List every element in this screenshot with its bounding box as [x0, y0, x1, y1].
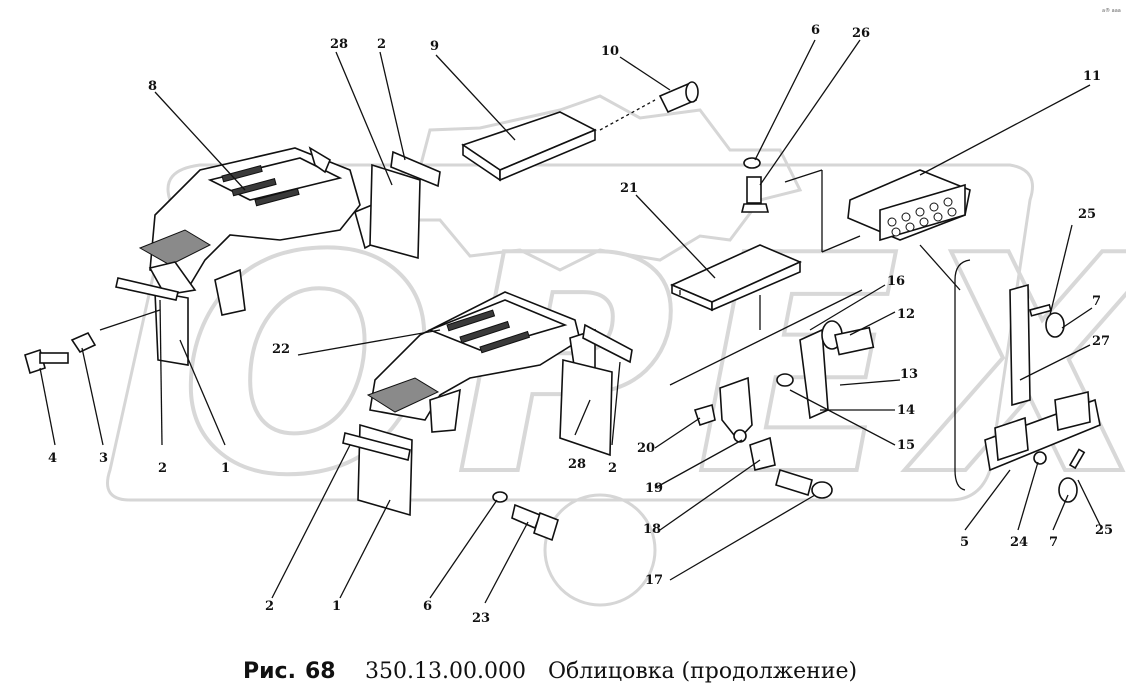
callout-25: 25	[1078, 207, 1096, 222]
step-cover-lower	[366, 291, 596, 433]
callout-7: 7	[1092, 294, 1101, 309]
callout-28-lower: 28	[568, 457, 586, 472]
caption-part-code: 350.13.00.000	[365, 659, 526, 684]
callout-14: 14	[897, 403, 915, 418]
callout-7-lower: 7	[1049, 535, 1058, 550]
callout-22: 22	[272, 342, 290, 357]
mudflap-center	[342, 423, 413, 517]
callout-21: 21	[620, 181, 638, 196]
callout-3: 3	[99, 451, 108, 466]
callout-2-left: 2	[158, 461, 167, 476]
bolt-nut-left	[24, 331, 97, 375]
callout-18: 18	[643, 522, 661, 537]
callout-2: 2	[377, 37, 386, 52]
step-cover-upper	[138, 146, 381, 316]
figure-caption: Рис. 68 350.13.00.000 Облицовка (продолж…	[243, 659, 857, 684]
watermark-text: OPEX	[180, 192, 1126, 541]
callout-5: 5	[960, 535, 969, 550]
callout-4: 4	[48, 451, 57, 466]
callout-10: 10	[601, 44, 619, 59]
callout-23: 23	[472, 611, 490, 626]
callout-16: 16	[887, 274, 905, 289]
callout-12: 12	[897, 307, 915, 322]
bolt-washer-lower	[492, 491, 559, 542]
lever-assembly	[693, 320, 875, 499]
callout-17: 17	[645, 573, 663, 588]
callout-9: 9	[430, 39, 439, 54]
callout-19: 19	[645, 481, 663, 496]
callout-2-right: 2	[608, 461, 617, 476]
callout-25-lower: 25	[1095, 523, 1113, 538]
pedal-11	[847, 169, 971, 242]
callout-8: 8	[148, 79, 157, 94]
callout-20: 20	[637, 441, 655, 456]
callout-1-lower: 1	[332, 599, 341, 614]
washer-bolt-6-26	[740, 157, 770, 213]
callout-13: 13	[900, 367, 918, 382]
plate-21	[670, 244, 802, 312]
caption-title: Облицовка (продолжение)	[548, 659, 857, 684]
callout-24: 24	[1010, 535, 1028, 550]
mudflap-left	[115, 277, 189, 366]
callout-27: 27	[1092, 334, 1110, 349]
leader-lines	[39, 39, 1101, 604]
group-bracket	[954, 259, 971, 491]
callout-26: 26	[852, 26, 870, 41]
mudflap-upper	[369, 150, 441, 260]
callout-labels: 28 2 9 10 6 26 8 11 21 25 16 7 12 27 22 …	[48, 23, 1113, 626]
mudflap-lower-right	[559, 323, 633, 457]
callout-1-left: 1	[221, 461, 230, 476]
callout-28: 28	[330, 37, 348, 52]
bracket-assembly	[984, 283, 1101, 503]
corner-mark: a® aaa	[1102, 7, 1121, 14]
callout-11: 11	[1083, 69, 1101, 84]
callout-6: 6	[811, 23, 820, 38]
caption-figure-number: 68	[305, 659, 336, 684]
callout-2-lower: 2	[265, 599, 274, 614]
caption-prefix: Рис.	[243, 659, 296, 684]
callout-6-lower: 6	[423, 599, 432, 614]
pin-10	[658, 81, 699, 114]
plate-9	[461, 111, 597, 182]
callout-15: 15	[897, 438, 915, 453]
